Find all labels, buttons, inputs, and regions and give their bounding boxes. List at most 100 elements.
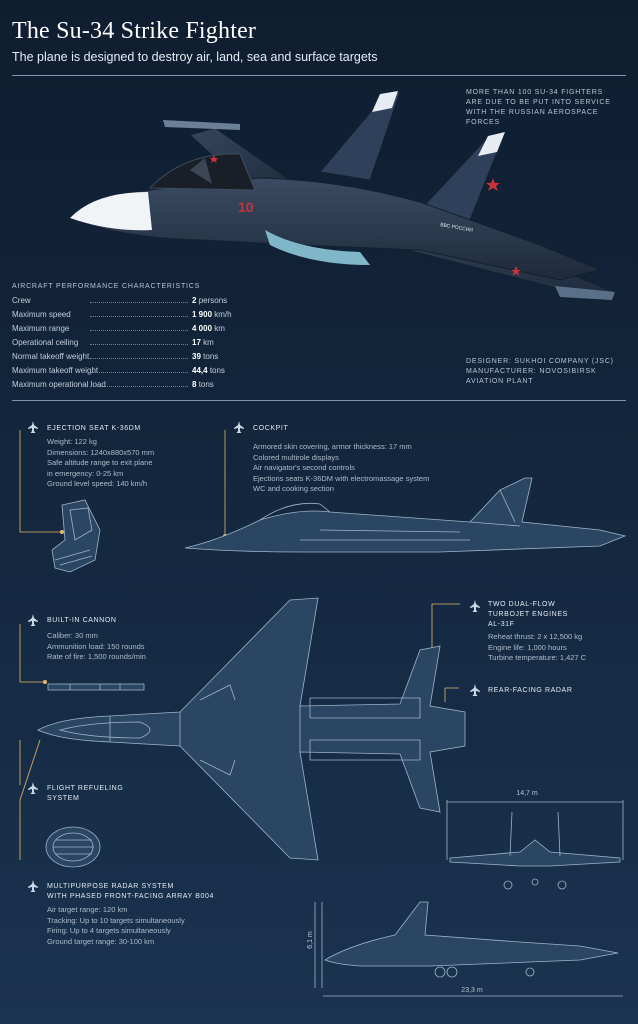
page-title: The Su-34 Strike Fighter — [12, 18, 257, 44]
cannon-line: Rate of fire: 1,500 rounds/min — [47, 652, 146, 661]
performance-row: Normal takeoff weight 39 tons — [12, 350, 252, 364]
ejection-seat-line: Safe altitude range to exit plane — [47, 458, 153, 467]
cannon-line: Caliber: 30 mm — [47, 631, 98, 640]
radar-line: Firing: Up to 4 targets simultaneously — [47, 926, 171, 935]
cockpit-line: Ejections seats K-36DM with electromassa… — [253, 473, 430, 483]
performance-unit: tons — [203, 352, 219, 361]
service-note-line: WITH THE RUSSIAN AEROSPACE FORCES — [466, 109, 599, 126]
middle-divider — [12, 400, 626, 401]
cockpit-details: Armored skin covering, armor thickness: … — [253, 442, 503, 495]
top-divider — [12, 75, 626, 76]
ejection-seat-heading: EJECTION SEAT K-36DM — [47, 425, 141, 432]
cockpit-line: Armored skin covering, armor thickness: … — [253, 442, 412, 451]
designer-info: DESIGNER: SUKHOI COMPANY (JSC) MANUFACTU… — [466, 357, 626, 387]
performance-unit: km/h — [214, 310, 232, 319]
performance-value: 4 000 — [192, 324, 213, 333]
performance-heading: AIRCRAFT PERFORMANCE CHARACTERISTICS — [12, 283, 201, 290]
service-note: MORE THAN 100 SU-34 FIGHTERS ARE DUE TO … — [466, 88, 626, 128]
performance-unit: km — [203, 338, 214, 347]
radar-heading-line: MULTIPURPOSE RADAR SYSTEM — [47, 883, 174, 890]
engines-line: Reheat thrust: 2 x 12,500 kg — [488, 632, 583, 641]
performance-label: Maximum speed — [12, 310, 71, 319]
performance-value: 39 — [192, 352, 201, 361]
fighter-jet-icon — [470, 600, 480, 612]
page-subtitle: The plane is designed to destroy air, la… — [12, 50, 378, 64]
fighter-jet-icon — [28, 614, 38, 626]
radar-heading: MULTIPURPOSE RADAR SYSTEM WITH PHASED FR… — [47, 882, 267, 902]
ejection-seat-line: Weight: 122 kg — [47, 437, 97, 446]
performance-label: Maximum operational load — [12, 380, 106, 389]
red-star-icon — [486, 178, 500, 191]
performance-label: Maximum range — [12, 324, 70, 333]
performance-unit: tons — [209, 366, 225, 375]
cannon-drawing — [47, 683, 145, 691]
blueprint-drawings: 14,7 m 6,1 m 23,3 m — [19, 430, 627, 997]
engines-heading-line: TWO DUAL-FLOW — [488, 601, 556, 608]
fighter-jet-icon — [470, 684, 480, 696]
fighter-jet-icon — [28, 421, 38, 433]
engines-heading-line: TURBOJET ENGINES — [488, 611, 568, 618]
ejection-seat-details: Weight: 122 kg Dimensions: 1240x880x570 … — [47, 437, 217, 490]
radar-line: Tracking: Up to 10 targets simultaneousl… — [47, 915, 185, 925]
fighter-jet-icon — [28, 782, 38, 794]
performance-value: 2 — [192, 296, 197, 305]
rear-radar-leader — [444, 687, 459, 702]
performance-value: 44,4 — [192, 366, 208, 375]
tail-number: 10 — [238, 199, 254, 215]
cannon-details: Caliber: 30 mm Ammunition load: 150 roun… — [47, 631, 207, 663]
red-star-icon — [210, 155, 218, 163]
performance-row: Crew 2 persons — [12, 294, 252, 308]
radar-line: Ground target range: 30-100 km — [47, 936, 155, 946]
service-note-line: ARE DUE TO BE PUT INTO SERVICE — [466, 99, 611, 106]
engines-heading: TWO DUAL-FLOW TURBOJET ENGINES AL-31F — [488, 600, 628, 630]
ejection-seat-line: Ground level speed: 140 km/h — [47, 479, 148, 488]
side-view-blueprint — [184, 477, 627, 553]
ejection-seat-line: in emergency: 0-25 km — [47, 468, 124, 478]
cockpit-line: Colored multirole displays — [253, 452, 339, 462]
cannon-line: Ammunition load: 150 rounds — [47, 641, 145, 651]
wingspan-label: 14,7 m — [516, 790, 538, 797]
refueling-heading-line: FLIGHT REFUELING — [47, 785, 124, 792]
engines-heading-line: AL-31F — [488, 621, 515, 628]
rear-radar-heading: REAR-FACING RADAR — [488, 687, 573, 694]
radar-line: Air target range: 120 km — [47, 905, 128, 914]
designer-line: AVIATION PLANT — [466, 378, 534, 385]
service-note-line: MORE THAN 100 SU-34 FIGHTERS — [466, 89, 604, 96]
fighter-jet-icon — [28, 880, 38, 892]
cockpit-line: WC and cooking section — [253, 484, 334, 493]
length-label: 23,3 m — [461, 987, 483, 994]
bottom-side-view-blueprint — [314, 901, 623, 997]
designer-line: MANUFACTURER: NOVOSIBIRSK — [466, 368, 597, 375]
hero-aircraft-illustration: 10 ВВС РОССИИ — [69, 91, 616, 303]
designer-line: DESIGNER: SUKHOI COMPANY (JSC) — [466, 358, 614, 365]
top-view-blueprint — [37, 597, 466, 861]
performance-label: Normal takeoff weight — [12, 352, 90, 361]
front-view-blueprint — [446, 800, 624, 890]
cannon-heading: BUILT-IN CANNON — [47, 617, 117, 624]
radar-leader — [19, 739, 41, 860]
ejection-seat-drawing — [51, 499, 101, 573]
red-star-icon — [511, 266, 521, 276]
engines-line: Turbine temperature: 1,427 C — [488, 653, 587, 662]
cockpit-line: Air navigator's second controls — [253, 463, 355, 472]
refueling-heading: FLIGHT REFUELING SYSTEM — [47, 784, 123, 804]
refueling-heading-line: SYSTEM — [47, 795, 80, 802]
performance-unit: km — [214, 324, 225, 333]
fighter-jet-icon — [234, 421, 244, 433]
radar-heading-line: WITH PHASED FRONT-FACING ARRAY B004 — [47, 893, 214, 900]
performance-unit: persons — [198, 296, 228, 305]
ejection-seat-line: Dimensions: 1240x880x570 mm — [47, 447, 155, 457]
cockpit-heading: COCKPIT — [253, 425, 289, 432]
performance-label: Crew — [12, 296, 31, 305]
engines-details: Reheat thrust: 2 x 12,500 kg Engine life… — [488, 632, 633, 664]
performance-value: 17 — [192, 338, 201, 347]
height-label: 6,1 m — [307, 931, 314, 949]
radar-dish-drawing — [45, 826, 101, 868]
fuselage-marking: ВВС РОССИИ — [440, 222, 474, 234]
performance-unit: tons — [198, 380, 214, 389]
performance-value: 8 — [192, 380, 197, 389]
